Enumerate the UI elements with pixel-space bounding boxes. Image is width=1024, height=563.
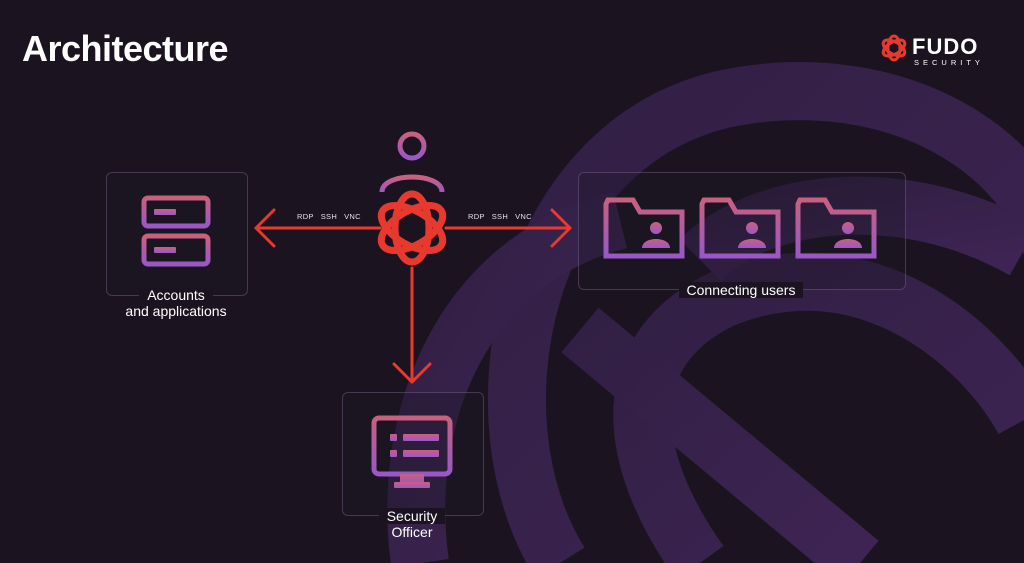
folder-user-icon-1 [603, 197, 685, 259]
logo-brand-text: FUDO [912, 34, 979, 59]
accounts-label-line1: Accounts [139, 287, 213, 303]
protocol-rdp-left: RDP [297, 212, 314, 221]
monitor-icon [371, 415, 453, 477]
server-icon [141, 195, 211, 267]
arrow-to-officer [392, 266, 432, 384]
protocol-vnc-left: VNC [344, 212, 361, 221]
protocol-rdp-right: RDP [468, 212, 485, 221]
accounts-label: Accounts and applications [106, 287, 246, 319]
fudo-logo: FUDO SECURITY [878, 32, 998, 72]
protocol-ssh-right: SSH [491, 212, 509, 221]
folder-user-icon-2 [699, 197, 781, 259]
officer-label-line2: Officer [391, 524, 433, 540]
accounts-label-line2: and applications [125, 303, 227, 319]
officer-label: Security Officer [342, 508, 482, 540]
arrow-to-users [444, 208, 572, 248]
logo-sub-text: SECURITY [914, 58, 984, 67]
arrow-to-accounts [254, 208, 382, 248]
user-icon [379, 131, 445, 193]
page-title: Architecture [22, 28, 229, 69]
fudo-hub-icon [377, 190, 447, 266]
protocols-right: RDP SSH VNC [468, 212, 539, 221]
users-label: Connecting users [578, 282, 904, 298]
protocols-left: RDP SSH VNC [297, 212, 368, 221]
fudo-logo-icon [881, 34, 907, 62]
protocol-vnc-right: VNC [515, 212, 532, 221]
folder-user-icon-3 [795, 197, 877, 259]
officer-label-line1: Security [378, 508, 446, 524]
users-label-text: Connecting users [678, 282, 804, 298]
users-box [578, 172, 906, 290]
protocol-ssh-left: SSH [320, 212, 338, 221]
